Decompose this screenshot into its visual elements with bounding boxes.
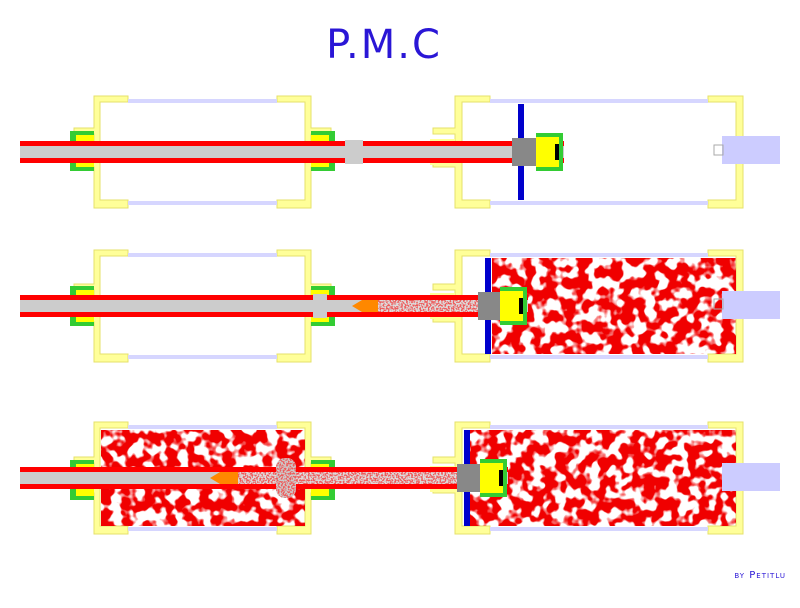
- stage-1: [20, 95, 780, 209]
- tube: [20, 140, 564, 164]
- end-cap-nub: [713, 298, 724, 310]
- left-cylinder-top-rail: [128, 425, 277, 429]
- end-cap: [722, 136, 780, 164]
- stage-3: [20, 421, 780, 535]
- right-cylinder-bottom-rail: [490, 527, 708, 531]
- right-chamber-fluid: [470, 430, 736, 526]
- end-cap: [722, 463, 780, 491]
- end-cap: [722, 291, 780, 319]
- piston: [512, 104, 563, 200]
- flow: [352, 300, 508, 312]
- right-cylinder-top-rail: [490, 99, 708, 103]
- left-cylinder-top-rail: [128, 253, 277, 257]
- end-cap-nub: [713, 144, 724, 156]
- left-cylinder-bottom-rail: [128, 201, 277, 205]
- right-cylinder-top-rail: [490, 425, 708, 429]
- credit-label: by Petitlu: [734, 570, 786, 581]
- page-title: P.M.C: [326, 22, 442, 68]
- piston: [457, 430, 507, 526]
- stage-2: [20, 249, 780, 363]
- piston: [478, 258, 527, 354]
- left-cylinder-top-rail: [128, 99, 277, 103]
- right-cylinder-bottom-rail: [490, 201, 708, 205]
- right-cylinder-top-rail: [490, 253, 708, 257]
- right-cylinder-bottom-rail: [490, 355, 708, 359]
- right-chamber-fluid: [492, 258, 736, 354]
- left-cylinder-bottom-rail: [128, 355, 277, 359]
- left-cylinder-bottom-rail: [128, 527, 277, 531]
- flow: [210, 458, 488, 498]
